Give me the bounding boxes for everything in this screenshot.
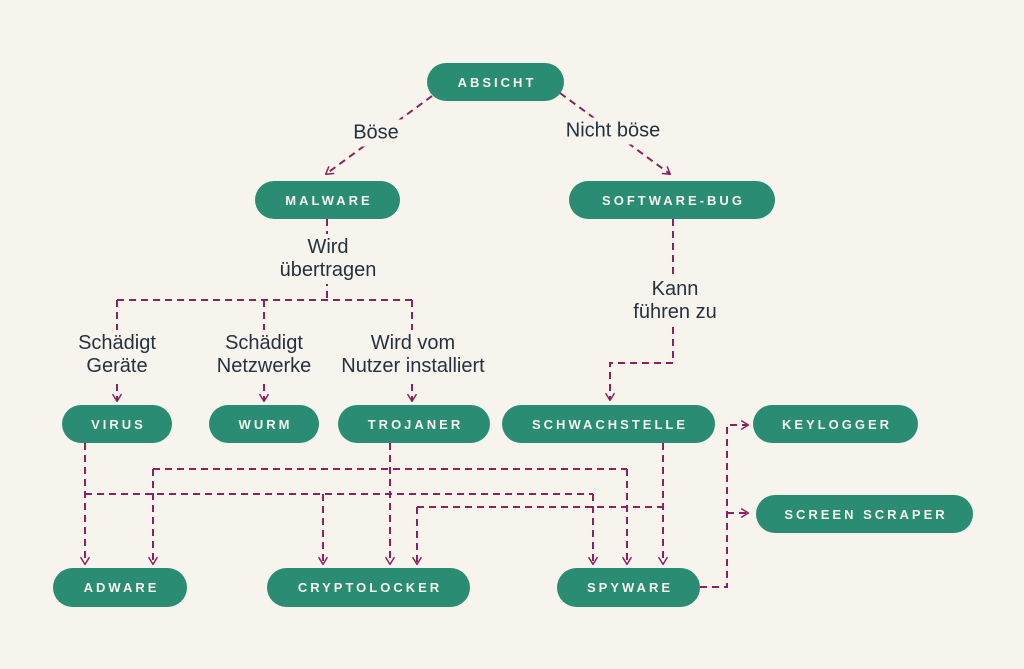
edge-label-boese: Böse (348, 119, 404, 147)
node-spyware: SPYWARE (557, 568, 700, 607)
node-keylogger: KEYLOGGER (753, 405, 918, 443)
node-software-bug: SOFTWARE-BUG (569, 181, 775, 219)
node-malware: MALWARE (255, 181, 400, 219)
node-trojaner: TROJANER (338, 405, 490, 443)
node-adware: ADWARE (53, 568, 187, 607)
edge-absicht-to-software-bug (559, 92, 672, 175)
edge-spyware-to-keylogger (700, 420, 750, 588)
node-screen-scraper: SCREEN SCRAPER (756, 495, 973, 533)
node-wurm: WURM (209, 405, 319, 443)
node-virus: VIRUS (62, 405, 172, 443)
node-cryptolocker: CRYPTOLOCKER (267, 568, 470, 607)
edge-label-nicht-boese: Nicht böse (560, 117, 666, 145)
node-schwachstelle: SCHWACHSTELLE (502, 405, 715, 443)
node-absicht: ABSICHT (427, 63, 564, 101)
